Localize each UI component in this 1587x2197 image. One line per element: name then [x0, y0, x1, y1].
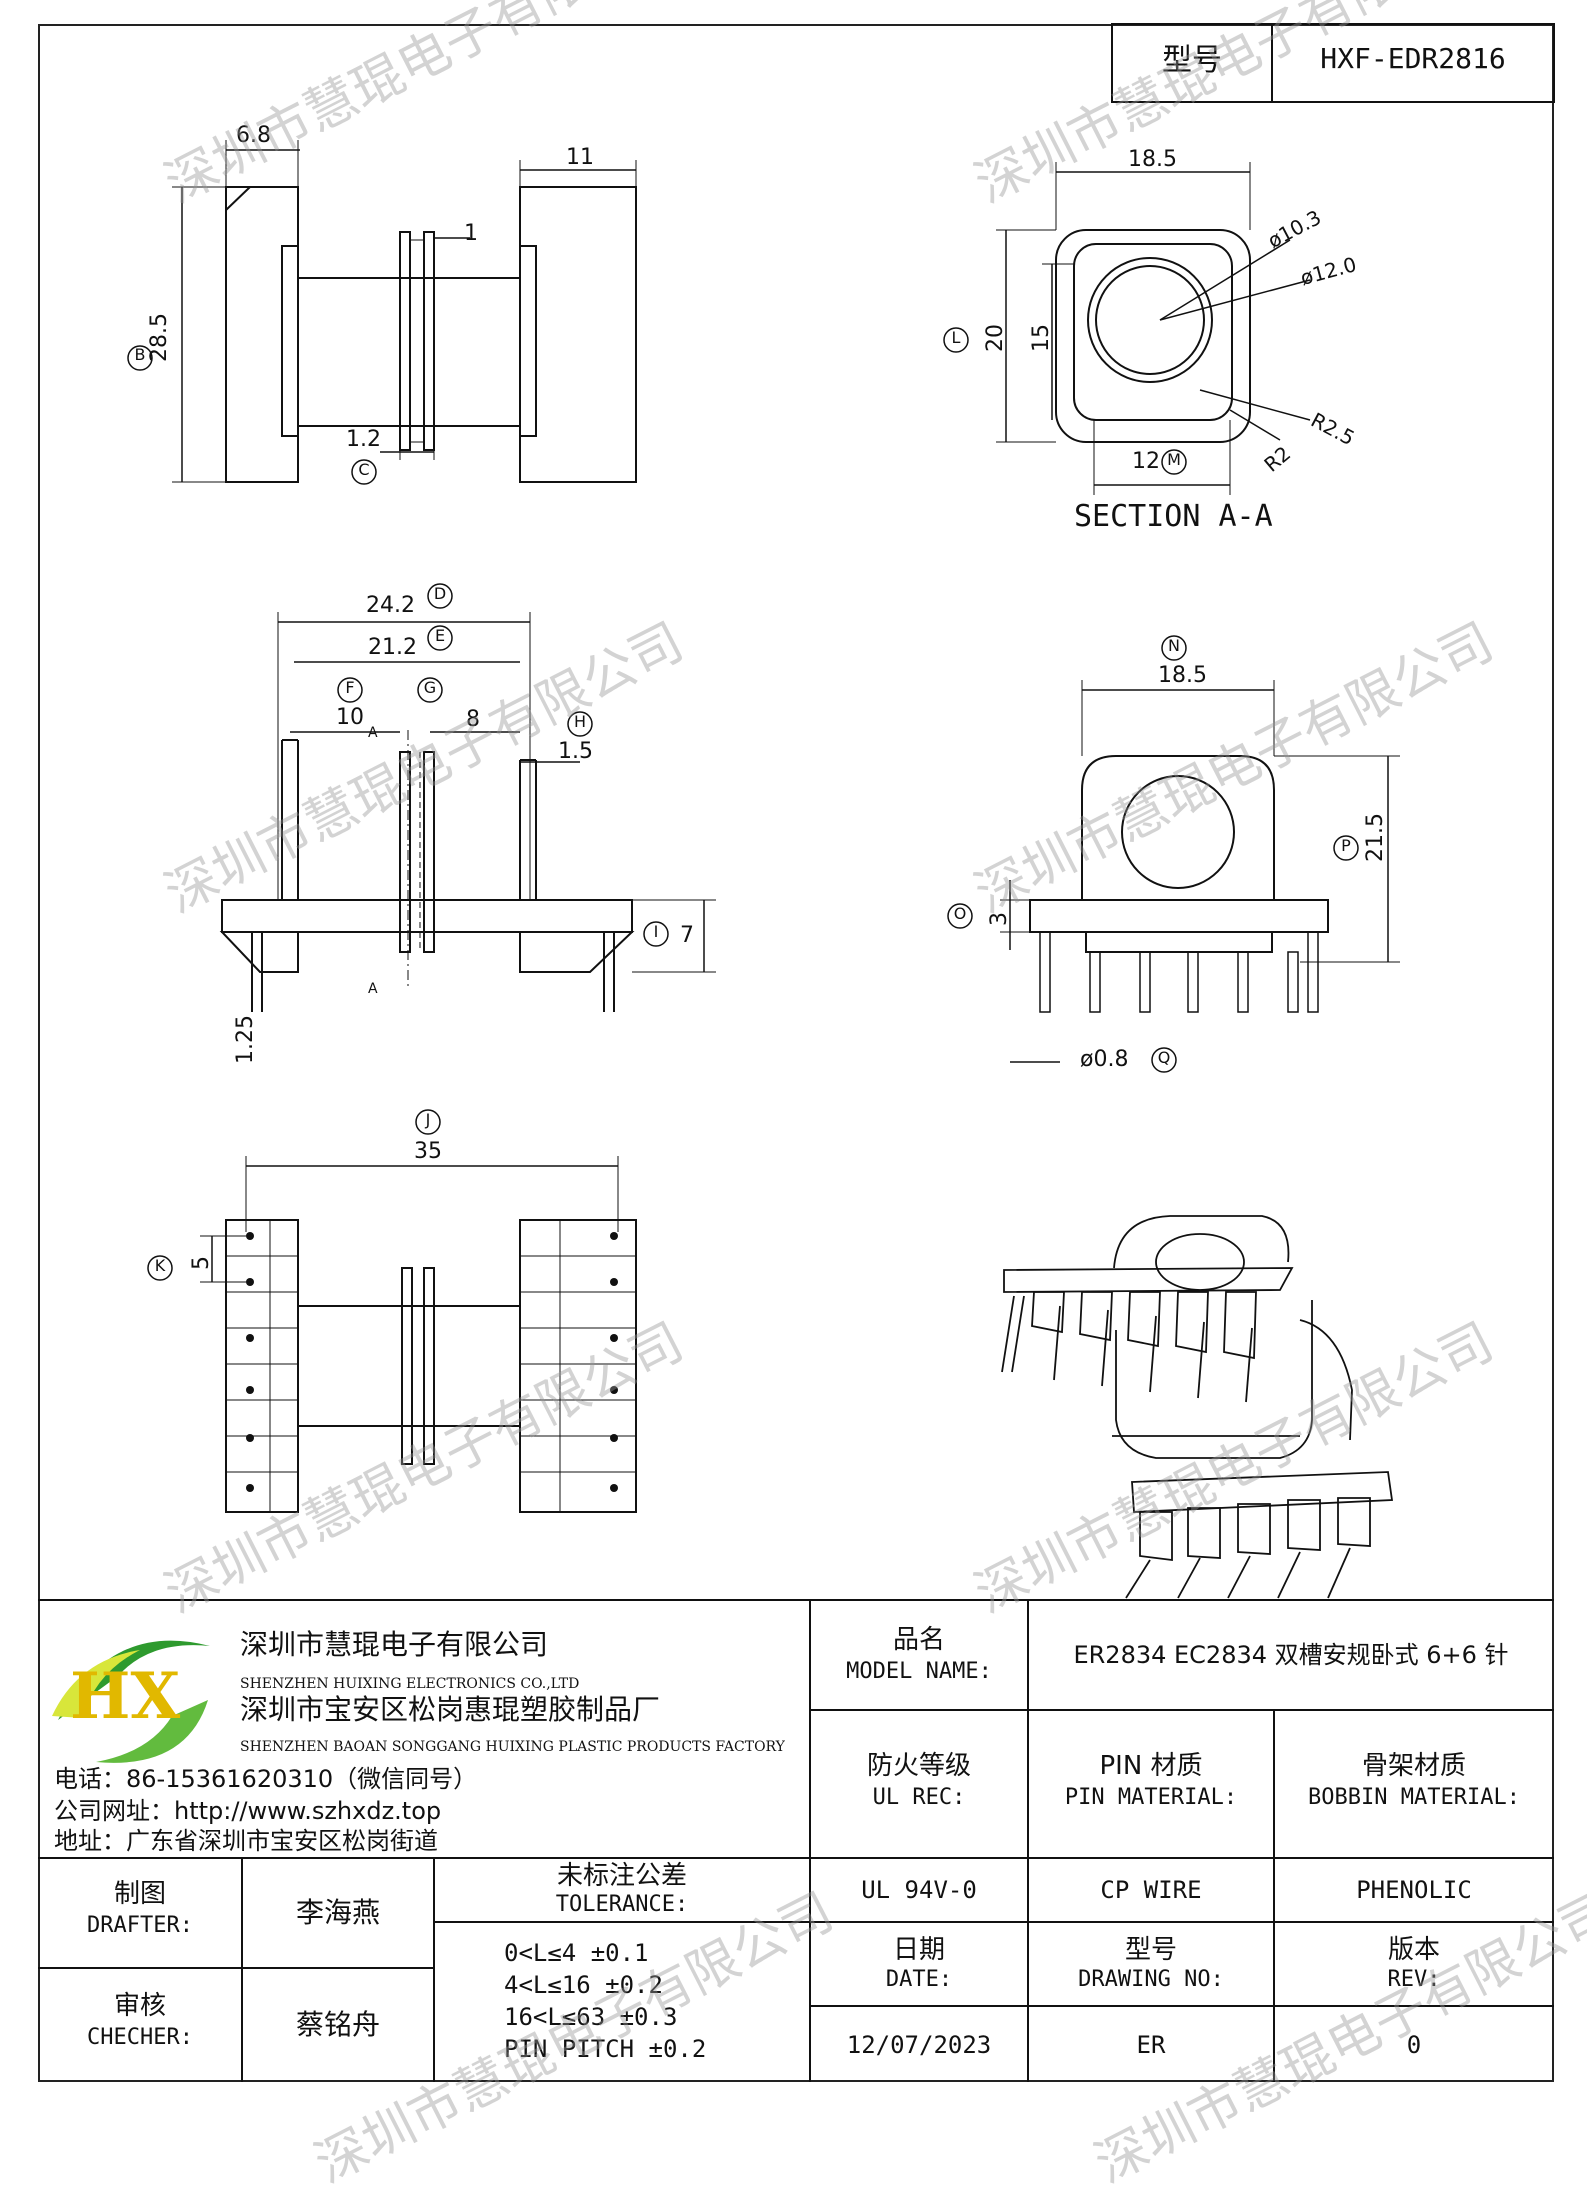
drawing-no-label-cn: 型号	[1124, 1935, 1177, 1965]
factory-name-cn: 深圳市宝安区松岗惠琨塑胶制品厂	[240, 1693, 661, 1726]
dim-24-2: 24.2	[366, 593, 415, 618]
dim-label-m: M	[1167, 450, 1181, 469]
header-box	[1111, 23, 1555, 103]
ul-rec-value: UL 94V-0	[861, 1876, 977, 1904]
dim-18-5-section: 18.5	[1128, 147, 1177, 172]
checker-label-en: CHECHER:	[87, 2025, 193, 2050]
date-label-en: DATE:	[885, 1967, 953, 1992]
company-address: 地址：广东省深圳市宝安区松岗街道	[54, 1827, 438, 1855]
dim-6-8: 6.8	[236, 123, 271, 148]
drawing-no-label-en: DRAWING NO:	[1078, 1967, 1224, 1992]
header-model-value: HXF-EDR2816	[1320, 42, 1506, 75]
dim-3: 3	[987, 912, 1012, 926]
dim-label-f: F	[345, 678, 355, 697]
drafter-label-en: DRAFTER:	[87, 1913, 193, 1938]
company-phone: 电话：86-15361620310（微信同号）	[54, 1765, 478, 1793]
dim-label-e: E	[434, 626, 446, 645]
isometric-view	[1001, 1215, 1394, 1599]
technical-drawing	[38, 23, 1555, 2082]
section-marker-a-top: A	[368, 725, 378, 741]
dim-1: 1	[464, 221, 478, 246]
drafter-label-cn: 制图	[113, 1879, 166, 1909]
dim-1-25: 1.25	[233, 1015, 258, 1064]
drafter-name: 李海燕	[295, 1896, 380, 1929]
date-value: 12/07/2023	[846, 2031, 992, 2059]
dim-10: 10	[336, 705, 364, 730]
dim-15: 15	[1029, 324, 1054, 352]
model-name-label-en: MODEL NAME:	[846, 1659, 992, 1684]
section-marker-a-bottom: A	[368, 981, 378, 997]
drawing-no-value: ER	[1136, 2031, 1166, 2059]
dim-7: 7	[680, 923, 694, 948]
bottom-view	[147, 1109, 637, 1513]
company-name-cn: 深圳市慧琨电子有限公司	[240, 1628, 549, 1661]
dim-label-i: I	[653, 922, 659, 941]
dim-label-n: N	[1168, 636, 1180, 655]
dim-label-k: K	[154, 1256, 166, 1275]
dim-21-5: 21.5	[1363, 813, 1388, 862]
dim-11: 11	[566, 145, 594, 170]
ul-rec-label-cn: 防火等级	[866, 1751, 971, 1781]
logo-text: HX	[70, 1659, 181, 1734]
ul-rec-label-en: UL REC:	[872, 1785, 966, 1810]
dim-1-5: 1.5	[558, 739, 593, 764]
tolerance-label-cn: 未标注公差	[556, 1861, 687, 1891]
checker-name: 蔡铭舟	[295, 2008, 380, 2041]
dim-5: 5	[189, 1256, 214, 1270]
side-view	[127, 140, 637, 485]
tolerance-label-en: TOLERANCE:	[555, 1892, 689, 1917]
dim-label-o: O	[953, 904, 967, 923]
dim-label-h: H	[573, 712, 587, 731]
pin-material-label-en: PIN MATERIAL:	[1064, 1785, 1238, 1810]
dim-label-g: G	[423, 678, 437, 697]
rev-label-cn: 版本	[1387, 1935, 1440, 1965]
rev-value: 0	[1406, 2031, 1422, 2059]
model-name-label-cn: 品名	[892, 1625, 945, 1655]
dim-label-j: J	[425, 1110, 431, 1129]
dim-20: 20	[983, 324, 1008, 352]
dim-label-p: P	[1341, 836, 1351, 855]
tolerance-line-2: 4<L≤16 ±0.2	[504, 1971, 663, 1999]
dim-label-d: D	[433, 584, 447, 603]
bobbin-material-label-en: BOBBIN MATERIAL:	[1308, 1785, 1520, 1810]
company-logo	[52, 1640, 210, 1763]
dim-21-2: 21.2	[368, 635, 417, 660]
front-view	[219, 583, 716, 1012]
pin-material-label-cn: PIN 材质	[1099, 1751, 1203, 1781]
section-title: SECTION A-A	[1074, 499, 1273, 534]
model-name-value: ER2834 EC2834 双槽安规卧式 6+6 针	[1073, 1641, 1509, 1669]
tolerance-line-4: PIN PITCH ±0.2	[504, 2035, 707, 2063]
company-name-en: SHENZHEN HUIXING ELECTRONICS CO.,LTD	[240, 1676, 580, 1692]
dim-label-c: C	[358, 460, 370, 479]
section-view	[943, 162, 1311, 495]
dim-12: 12	[1132, 449, 1160, 474]
tolerance-line-3: 16<L≤63 ±0.3	[504, 2003, 678, 2031]
dim-18-5-right: 18.5	[1158, 663, 1207, 688]
title-block-grid	[38, 1599, 1554, 2082]
dim-dia-0-8: ø0.8	[1080, 1047, 1129, 1072]
dim-label-b: B	[134, 345, 146, 364]
rev-label-en: REV:	[1387, 1967, 1441, 1992]
dim-label-q: Q	[1157, 1048, 1171, 1067]
dim-8: 8	[466, 707, 480, 732]
dim-label-l: L	[951, 328, 961, 347]
pin-material-value: CP WIRE	[1100, 1876, 1202, 1904]
checker-label-cn: 审核	[113, 1991, 166, 2021]
right-view	[947, 635, 1400, 1073]
dim-35: 35	[414, 1139, 442, 1164]
dim-1-2: 1.2	[346, 427, 381, 452]
factory-name-en: SHENZHEN BAOAN SONGGANG HUIXING PLASTIC …	[240, 1739, 785, 1755]
tolerance-line-1: 0<L≤4 ±0.1	[504, 1939, 649, 1967]
company-website[interactable]: 公司网址：http://www.szhxdz.top	[54, 1797, 442, 1825]
bobbin-material-label-cn: 骨架材质	[1361, 1751, 1466, 1781]
dim-28-5: 28.5	[147, 313, 172, 362]
drawing-sheet	[38, 24, 1554, 2082]
date-label-cn: 日期	[892, 1935, 945, 1965]
header-model-label: 型号	[1162, 43, 1222, 78]
bobbin-material-value: PHENOLIC	[1356, 1876, 1472, 1904]
